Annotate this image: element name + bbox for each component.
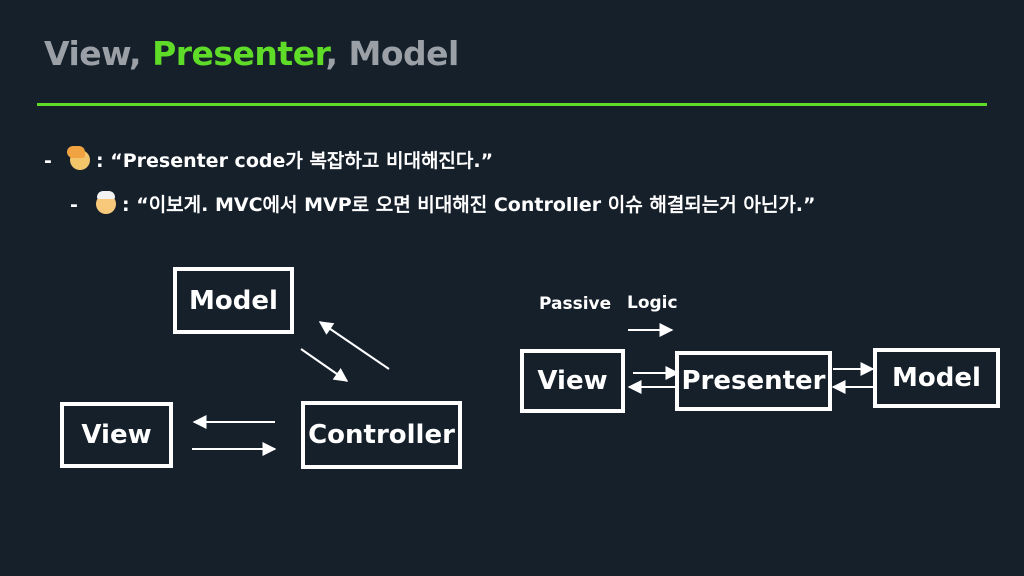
arrow-mvc-controller-to-model — [318, 321, 390, 370]
bullet-item-1: - : “Presenter code가 복잡하고 비대해진다.” — [44, 146, 493, 173]
mvp-view-box: View — [520, 349, 625, 413]
bullet-dash: - — [70, 194, 78, 216]
title-presenter-highlight: Presenter — [152, 34, 326, 73]
mvp-presenter-box: Presenter — [675, 351, 832, 411]
mvc-view-box: View — [60, 402, 173, 468]
mvc-model-box: Model — [173, 267, 294, 334]
title-model-part: , Model — [325, 34, 460, 73]
title-view-model-part: View, — [44, 34, 153, 73]
title-divider — [37, 103, 987, 106]
mvc-controller-box: Controller — [301, 401, 462, 469]
arrow-mvc-model-to-controller — [300, 348, 349, 382]
slide-title: View, Presenter, Model — [44, 34, 459, 73]
woman-emoji-icon — [67, 146, 90, 170]
mvp-model-box: Model — [873, 348, 1000, 408]
bullet-text: : “이보게. MVC에서 MVP로 오면 비대해진 Controller 이슈… — [122, 194, 816, 216]
logic-label: Logic — [627, 293, 678, 313]
bullet-text: : “Presenter code가 복잡하고 비대해진다.” — [96, 150, 494, 172]
bullet-dash: - — [44, 150, 52, 172]
bullet-item-2: - : “이보게. MVC에서 MVP로 오면 비대해진 Controller 이… — [70, 190, 816, 217]
passive-label: Passive — [539, 294, 612, 314]
old-man-emoji-icon — [96, 191, 116, 214]
